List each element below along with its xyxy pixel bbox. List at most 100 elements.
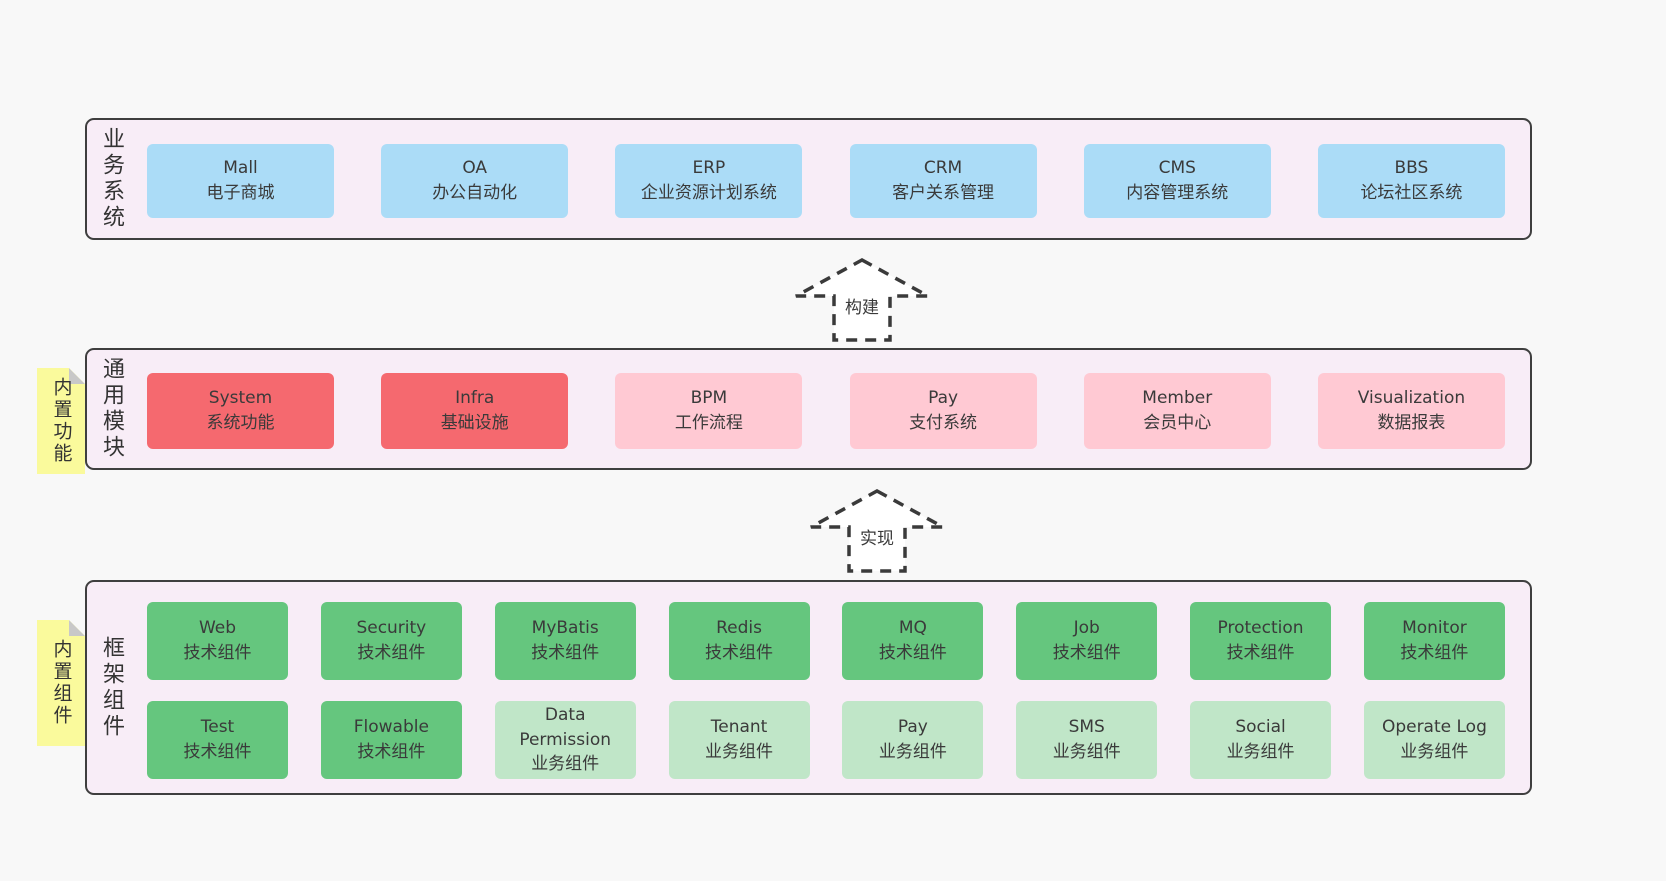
box-subtitle: 技术组件 (357, 742, 426, 762)
box-title: Redis (716, 618, 762, 639)
box-subtitle: 内容管理系统 (1126, 183, 1229, 203)
box-subtitle: 技术组件 (1226, 643, 1295, 663)
box-title: OA (462, 158, 488, 179)
box-monitor: Monitor 技术组件 (1363, 602, 1505, 680)
box-subtitle: 系统功能 (206, 413, 275, 433)
box-subtitle: 业务组件 (531, 754, 600, 775)
box-cms: CMS 内容管理系统 (1083, 144, 1271, 218)
box-subtitle: 业务组件 (1052, 742, 1121, 762)
box-subtitle: 技术组件 (1052, 643, 1121, 663)
box-title: Operate Log (1381, 717, 1487, 738)
box-title: Mall (223, 158, 258, 179)
box-subtitle: 技术组件 (531, 643, 600, 663)
box-mall: Mall 电子商城 (147, 144, 334, 218)
box-title: Flowable (353, 717, 429, 738)
box-title: ERP (692, 158, 726, 179)
box-job: Job 技术组件 (1016, 602, 1158, 680)
arrow-build: 构建 (792, 256, 932, 344)
box-subtitle: 办公自动化 (432, 183, 518, 203)
box-mq: MQ 技术组件 (842, 602, 984, 680)
box-pay-component: Pay 业务组件 (842, 701, 984, 779)
box-protection: Protection 技术组件 (1190, 602, 1332, 680)
box-redis: Redis 技术组件 (668, 602, 810, 680)
box-title: Pay (897, 717, 928, 738)
box-operate-log: Operate Log 业务组件 (1363, 701, 1505, 779)
box-subtitle: 工作流程 (674, 413, 743, 433)
box-subtitle: 业务组件 (1400, 742, 1469, 762)
box-title: Web (198, 618, 237, 639)
box-subtitle: 技术组件 (705, 643, 774, 663)
sticky-note-builtin-features: 内置功能 (37, 368, 85, 474)
box-pay-system: Pay 支付系统 (849, 373, 1037, 449)
section-label: 框架组件 (99, 635, 124, 740)
box-subtitle: 数据报表 (1377, 413, 1446, 433)
box-subtitle: 客户关系管理 (892, 183, 995, 203)
box-subtitle: 技术组件 (878, 643, 947, 663)
section-framework-components: 框架组件 Web 技术组件 Security 技术组件 MyBatis 技术组件… (85, 580, 1532, 795)
box-title: Member (1142, 388, 1213, 409)
box-subtitle: 电子商城 (206, 183, 275, 203)
box-security: Security 技术组件 (320, 602, 462, 680)
box-tenant: Tenant 业务组件 (668, 701, 810, 779)
box-bpm: BPM 工作流程 (615, 373, 803, 449)
box-title: CRM (923, 158, 963, 179)
box-subtitle: 业务组件 (1226, 742, 1295, 762)
box-row: System 系统功能 Infra 基础设施 BPM 工作流程 Pay 支付系统… (147, 373, 1505, 449)
box-subtitle: 技术组件 (1400, 643, 1469, 663)
arrow-label: 实现 (857, 524, 897, 549)
box-title: BPM (690, 388, 728, 409)
sticky-note-builtin-components: 内置组件 (37, 620, 85, 746)
box-title: Infra (455, 388, 495, 409)
section-common-modules: 通用模块 System 系统功能 Infra 基础设施 BPM 工作流程 Pay… (85, 348, 1532, 470)
box-subtitle: 论坛社区系统 (1360, 183, 1463, 203)
note-fold-icon (69, 620, 85, 636)
box-title: Pay (928, 388, 959, 409)
box-subtitle: 支付系统 (909, 413, 978, 433)
box-title: Data Permission (519, 705, 612, 750)
section-label: 业务系统 (99, 127, 124, 231)
box-sms: SMS 业务组件 (1016, 701, 1158, 779)
box-title: MyBatis (531, 618, 599, 639)
box-crm: CRM 客户关系管理 (849, 144, 1037, 218)
box-erp: ERP 企业资源计划系统 (615, 144, 803, 218)
box-system: System 系统功能 (147, 373, 334, 449)
section-business-systems: 业务系统 Mall 电子商城 OA 办公自动化 ERP 企业资源计划系统 CRM… (85, 118, 1532, 240)
box-mybatis: MyBatis 技术组件 (494, 602, 636, 680)
box-title: Visualization (1357, 388, 1466, 409)
box-visualization: Visualization 数据报表 (1317, 373, 1505, 449)
box-row: Web 技术组件 Security 技术组件 MyBatis 技术组件 Redi… (147, 602, 1505, 680)
box-row: Mall 电子商城 OA 办公自动化 ERP 企业资源计划系统 CRM 客户关系… (147, 144, 1505, 218)
box-title: Protection (1217, 618, 1304, 639)
box-row: Test 技术组件 Flowable 技术组件 Data Permission … (147, 701, 1505, 779)
box-test: Test 技术组件 (147, 701, 288, 779)
box-subtitle: 技术组件 (183, 643, 252, 663)
box-subtitle: 技术组件 (357, 643, 426, 663)
box-subtitle: 技术组件 (183, 742, 252, 762)
box-subtitle: 基础设施 (440, 413, 509, 433)
box-social: Social 业务组件 (1190, 701, 1332, 779)
box-subtitle: 业务组件 (878, 742, 947, 762)
box-oa: OA 办公自动化 (381, 144, 569, 218)
sticky-note-label: 内置组件 (50, 639, 73, 727)
arrow-label: 构建 (842, 293, 882, 318)
box-title: Monitor (1402, 618, 1467, 639)
box-subtitle: 企业资源计划系统 (640, 183, 777, 203)
box-title: Job (1073, 618, 1100, 639)
box-data-permission: Data Permission 业务组件 (494, 701, 636, 779)
box-title: Social (1235, 717, 1286, 738)
box-title: System (208, 388, 273, 409)
box-title: MQ (898, 618, 927, 639)
box-title: CMS (1158, 158, 1196, 179)
box-title: BBS (1394, 158, 1429, 179)
box-title: Test (200, 717, 235, 738)
box-title: Security (356, 618, 427, 639)
box-member: Member 会员中心 (1083, 373, 1271, 449)
box-web: Web 技术组件 (147, 602, 288, 680)
box-subtitle: 业务组件 (705, 742, 774, 762)
box-subtitle: 会员中心 (1143, 413, 1212, 433)
box-infra: Infra 基础设施 (381, 373, 569, 449)
sticky-note-label: 内置功能 (50, 377, 73, 465)
section-label: 通用模块 (99, 357, 124, 461)
box-bbs: BBS 论坛社区系统 (1317, 144, 1505, 218)
box-title: SMS (1068, 717, 1105, 738)
